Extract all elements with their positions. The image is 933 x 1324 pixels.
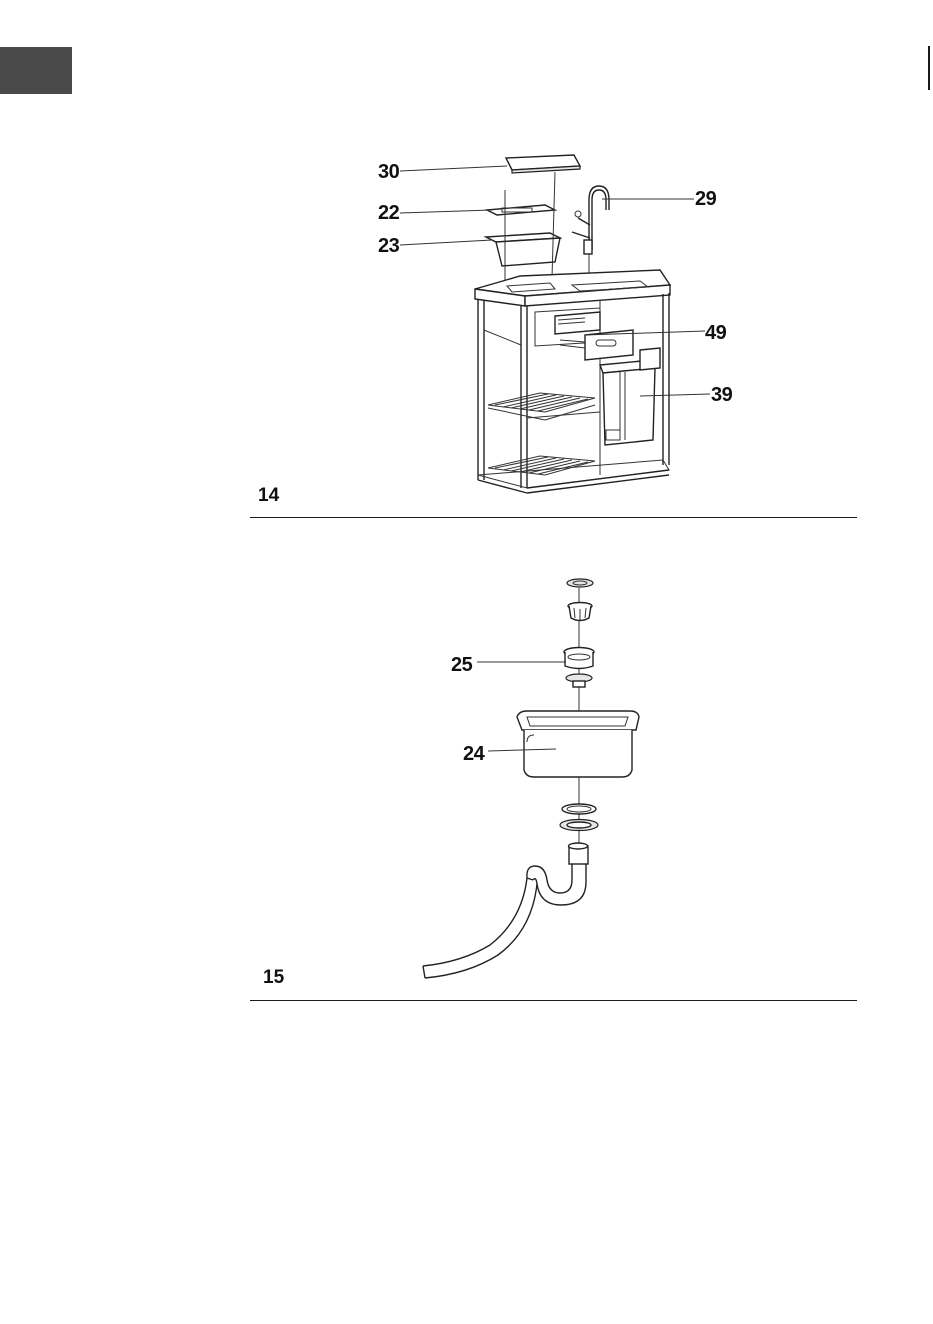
part-sink-bowl xyxy=(517,711,639,777)
step-divider-15 xyxy=(250,1000,857,1001)
callout-25: 25 xyxy=(451,654,473,676)
part-washer-upper xyxy=(562,804,596,814)
part-lock-nut xyxy=(560,820,598,831)
part-drain-body xyxy=(564,648,594,688)
callout-24: 24 xyxy=(463,743,486,765)
part-drain-hose xyxy=(423,878,537,978)
part-basket-strainer xyxy=(568,603,592,621)
part-strainer-cap xyxy=(567,579,593,587)
figure-15-sink-drain-exploded: 25 24 xyxy=(0,0,933,1010)
step-number-15: 15 xyxy=(263,967,284,989)
part-s-trap xyxy=(527,864,586,905)
part-trap-connector xyxy=(569,843,589,864)
